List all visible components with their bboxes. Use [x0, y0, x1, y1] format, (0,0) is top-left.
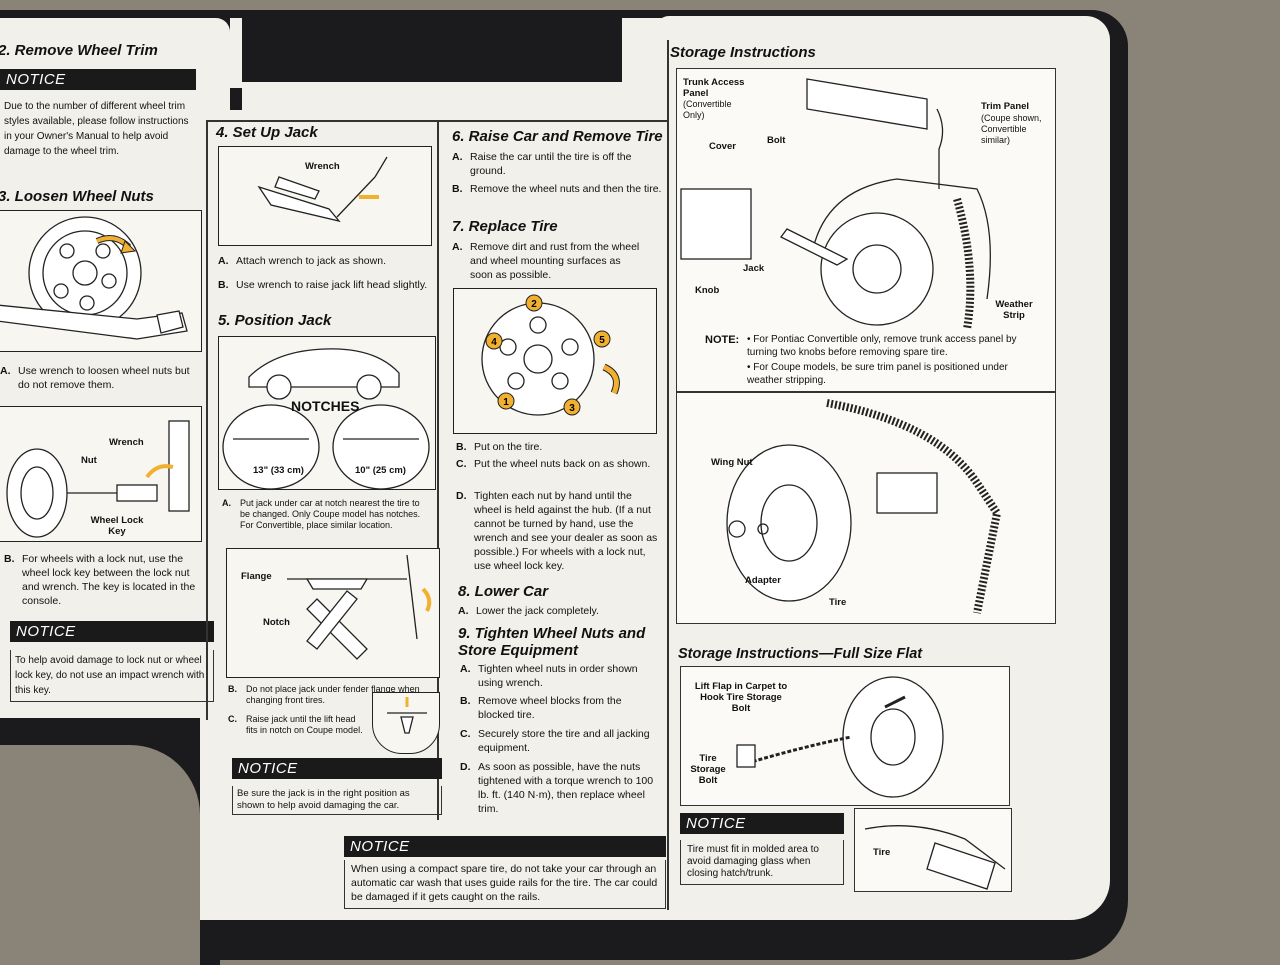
- flange-figure: Flange Notch: [226, 548, 440, 678]
- sec3-notice-label: NOTICE: [10, 621, 214, 642]
- fig-tire-label: Tire: [829, 597, 847, 608]
- note-label: NOTE:: [705, 334, 740, 346]
- sec4-title: 4. Set Up Jack: [216, 124, 318, 141]
- fig-wrench-label: Wrench: [109, 437, 144, 448]
- trunk-storage-figure: Trunk Access Panel (Convertible Only) Co…: [676, 68, 1056, 392]
- divider: [206, 120, 208, 720]
- sec8-title: 8. Lower Car: [458, 583, 549, 600]
- loosen-nuts-figure: [0, 210, 202, 352]
- instruction-card-tab: [242, 82, 622, 122]
- fig-trim-panel-label: Trim Panel: [981, 101, 1030, 112]
- sec5-title: 5. Position Jack: [218, 312, 332, 329]
- sec5-stepB: B.Do not place jack under fender flange …: [228, 684, 420, 705]
- sec7-stepA: A.Remove dirt and rust from the wheel an…: [452, 241, 640, 281]
- tire-fit-figure: Tire: [854, 808, 1012, 892]
- sec3-stepA: A.Use wrench to loosen wheel nuts but do…: [0, 365, 190, 391]
- fig-flange-label: Flange: [241, 571, 272, 582]
- storage-title: Storage Instructions: [670, 44, 816, 61]
- fig-wrench-label: Wrench: [305, 161, 340, 172]
- position-jack-figure: NOTCHES 13" (33 cm) 10" (25 cm): [218, 336, 436, 490]
- cutout-inner: [0, 745, 200, 965]
- instruction-card-lower: [200, 720, 340, 920]
- lift-head-figure: [372, 692, 440, 754]
- sec7-title: 7. Replace Tire: [452, 218, 558, 235]
- sec9-title: 9. Tighten Wheel Nuts and Store Equipmen…: [458, 625, 646, 659]
- fullsize-notice-text: Tire must fit in molded area to avoid da…: [680, 840, 844, 885]
- note-1: • For Pontiac Convertible only, remove t…: [747, 334, 1017, 358]
- sec6-title: 6. Raise Car and Remove Tire: [452, 128, 663, 145]
- fig-storage-bolt-label: Tire Storage Bolt: [690, 753, 726, 786]
- bottom-notice-label: NOTICE: [344, 836, 666, 857]
- divider: [667, 40, 669, 910]
- divider: [437, 120, 439, 820]
- sec5-stepC: C.Raise jack until the lift head fits in…: [228, 714, 363, 735]
- fig-bolt-label: Bolt: [767, 135, 786, 146]
- fullsize-title: Storage Instructions—Full Size Flat: [678, 646, 923, 662]
- fig-adapter-label: Adapter: [745, 575, 781, 586]
- badge-3: 3: [569, 403, 575, 414]
- sec7-stepC: C.Put the wheel nuts back on as shown.: [456, 458, 651, 470]
- sec8-stepA: A.Lower the jack completely.: [458, 605, 599, 617]
- lock-key-figure: Wrench Nut Wheel Lock Key: [0, 406, 202, 542]
- nut-order-figure: 1 2 3 4 5: [453, 288, 657, 434]
- fig-rear-label: 10" (25 cm): [355, 465, 406, 476]
- sec2-title: 2. Remove Wheel Trim: [0, 42, 158, 59]
- fig-trunk-panel-note: (Convertible Only): [683, 99, 732, 120]
- sec2-notice-text: Due to the number of different wheel tri…: [4, 101, 189, 157]
- fig-front-label: 13" (33 cm): [253, 465, 304, 476]
- note-2: • For Coupe models, be sure trim panel i…: [747, 362, 1008, 386]
- sec5-notice-text: Be sure the jack is in the right positio…: [232, 786, 442, 815]
- sec6-stepA: A.Raise the car until the tire is off th…: [452, 151, 632, 177]
- sec7-stepD: D.Tighten each nut by hand until the whe…: [456, 490, 658, 572]
- fig-lift-flap-label: Lift Flap in Carpet to Hook Tire Storage…: [694, 681, 788, 714]
- fig-lockkey-label: Wheel Lock Key: [90, 515, 144, 537]
- badge-1: 1: [503, 397, 509, 408]
- sec6-stepB: B.Remove the wheel nuts and then the tir…: [452, 183, 662, 195]
- sec7-stepB: B.Put on the tire.: [456, 441, 543, 453]
- badge-2: 2: [531, 299, 537, 310]
- sec9-stepB: B.Remove wheel blocks from the blocked t…: [460, 695, 622, 721]
- badge-5: 5: [599, 335, 605, 346]
- fig-weather-strip-label: Weather Strip: [995, 299, 1033, 321]
- instruction-card: [0, 18, 230, 718]
- instruction-card-tab2: [622, 18, 662, 122]
- sec3-title: 3. Loosen Wheel Nuts: [0, 188, 154, 205]
- sec4-stepB: B.Use wrench to raise jack lift head sli…: [218, 279, 428, 291]
- fig-tire-label: Tire: [873, 847, 891, 858]
- sec2-notice-label: NOTICE: [0, 69, 196, 90]
- fig-knob-label: Knob: [695, 285, 720, 296]
- fig-notches-label: NOTCHES: [291, 398, 360, 414]
- sec5-notice-label: NOTICE: [232, 758, 442, 779]
- fig-jack-label: Jack: [743, 263, 765, 274]
- sec9-stepD: D.As soon as possible, have the nuts tig…: [460, 761, 654, 815]
- sec4-stepA: A.Attach wrench to jack as shown.: [218, 255, 386, 267]
- sec9-stepA: A.Tighten wheel nuts in order shown usin…: [460, 663, 638, 689]
- divider: [206, 120, 668, 122]
- fig-wing-nut-label: Wing Nut: [711, 457, 753, 468]
- fig-cover-label: Cover: [709, 141, 736, 152]
- jack-setup-figure: Wrench: [218, 146, 432, 246]
- badge-4: 4: [491, 337, 497, 348]
- fig-trunk-panel-label: Trunk Access Panel: [683, 77, 745, 99]
- sec3-stepB: B.For wheels with a lock nut, use the wh…: [4, 553, 196, 607]
- instruction-card-top: [230, 18, 242, 88]
- sec3-notice-text: To help avoid damage to lock nut or whee…: [10, 650, 214, 702]
- spare-mount-figure: Wing Nut Adapter Tire: [676, 392, 1056, 624]
- fig-trim-panel-note: (Coupe shown, Convertible similar): [981, 113, 1042, 145]
- fig-notch-label: Notch: [263, 617, 290, 628]
- fullsize-figure: Lift Flap in Carpet to Hook Tire Storage…: [680, 666, 1010, 806]
- sec9-stepC: C.Securely store the tire and all jackin…: [460, 728, 650, 754]
- sec5-stepA: A.Put jack under car at notch nearest th…: [222, 498, 421, 530]
- bottom-notice-text: When using a compact spare tire, do not …: [344, 860, 666, 909]
- fig-nut-label: Nut: [81, 455, 97, 466]
- fullsize-notice-label: NOTICE: [680, 813, 844, 834]
